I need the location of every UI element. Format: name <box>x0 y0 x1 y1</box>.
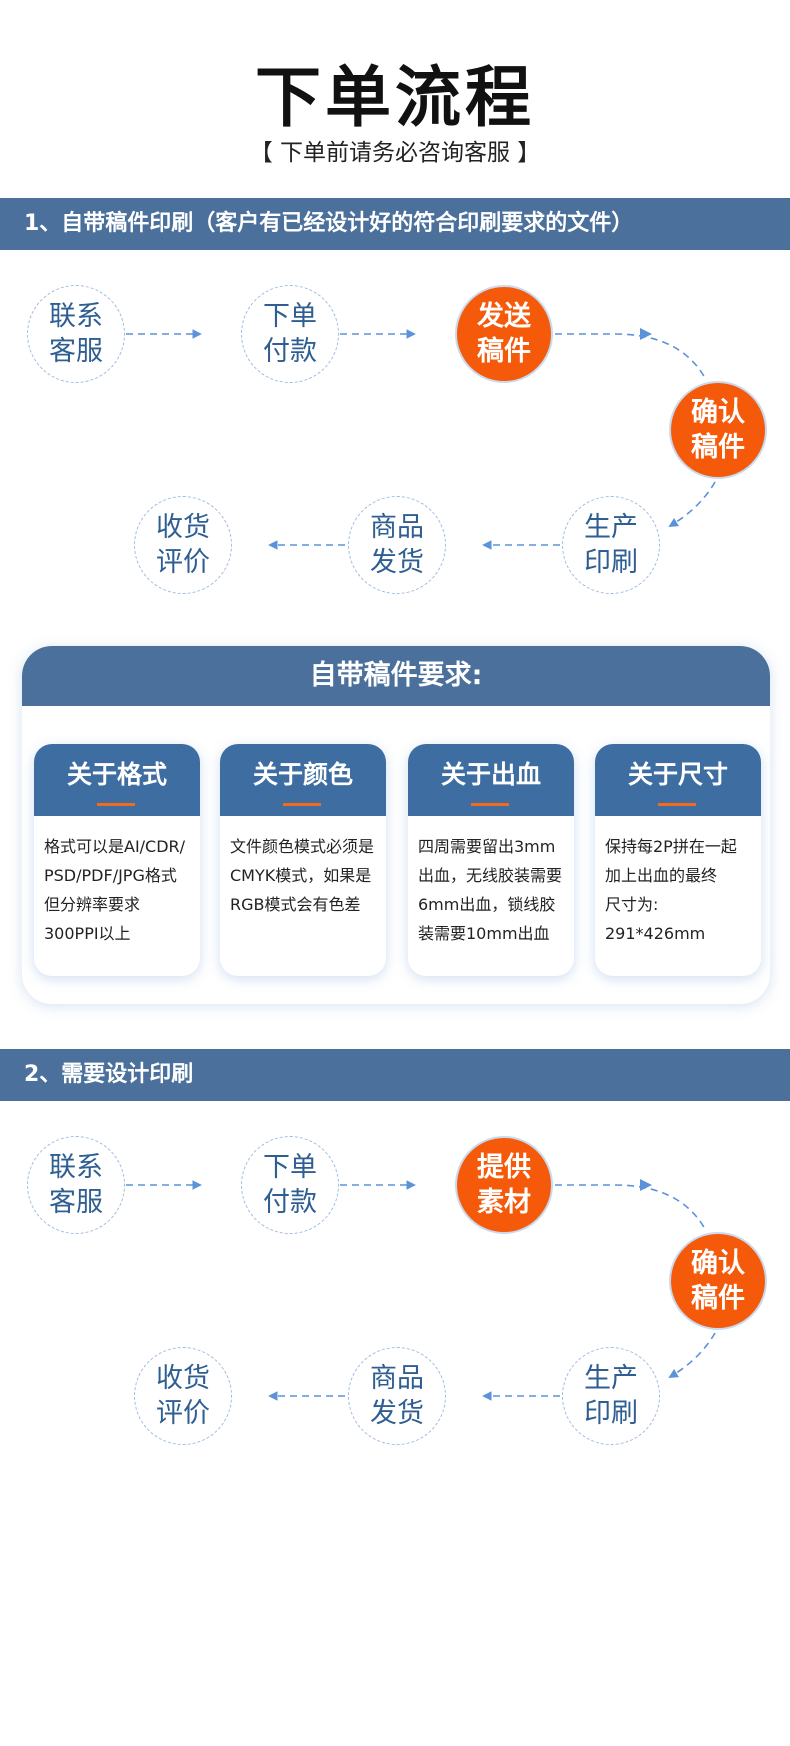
step-receive-review: 收货评价 <box>134 1347 232 1445</box>
order-flow-1: 联系客服 下单付款 发送稿件 确认稿件 生产印刷 商品发货 收货评价 <box>0 270 790 594</box>
card-title: 关于出血 <box>440 760 541 789</box>
flow-arrow <box>668 481 716 527</box>
card-line: 但分辨率要求 <box>44 895 141 914</box>
flow-arrow <box>555 1184 706 1230</box>
step-order-pay: 下单付款 <box>241 1136 339 1234</box>
card-size: 关于尺寸 保持每2P拼在一起 加上出血的最终 尺寸为: 291*426mm <box>595 744 761 976</box>
requirements-panel: 自带稿件要求: 关于格式 格式可以是AI/CDR/ PSD/PDF/JPG格式 … <box>22 646 770 1004</box>
step-contact-service: 联系客服 <box>27 1136 125 1234</box>
step-production: 生产印刷 <box>562 1347 660 1445</box>
card-title: 关于颜色 <box>252 760 353 789</box>
card-color: 关于颜色 文件颜色模式必须是 CMYK模式，如果是 RGB模式会有色差 <box>220 744 386 976</box>
title-accent <box>471 803 509 806</box>
card-line: 文件颜色模式必须是 <box>230 837 375 856</box>
card-bleed: 关于出血 四周需要留出3mm 出血，无线胶装需要 6mm出血，锁线胶 装需要10… <box>408 744 574 976</box>
flow-arrowhead <box>640 328 652 340</box>
card-line: 装需要10mm出血 <box>418 924 550 943</box>
title-accent <box>283 803 321 806</box>
card-format: 关于格式 格式可以是AI/CDR/ PSD/PDF/JPG格式 但分辨率要求 3… <box>34 744 200 976</box>
flow-arrow <box>668 1332 716 1378</box>
flow-connectors <box>126 1179 716 1401</box>
flow-arrow <box>555 333 706 379</box>
page-subtitle: 【 下单前请务必咨询客服 】 <box>249 140 541 166</box>
requirements-heading: 自带稿件要求: <box>22 646 770 706</box>
card-line: 尺寸为: <box>605 895 659 914</box>
step-production: 生产印刷 <box>562 496 660 594</box>
step-order-pay: 下单付款 <box>241 285 339 383</box>
card-line: 291*426mm <box>605 924 706 943</box>
flow-arrowhead <box>640 1179 652 1191</box>
flow-connectors <box>126 328 716 550</box>
section2-bar: 2、需要设计印刷 <box>0 1049 790 1101</box>
card-line: 300PPI以上 <box>44 924 131 943</box>
step-confirm-draft: 确认稿件 <box>669 381 767 479</box>
card-title: 关于格式 <box>66 760 167 789</box>
step-shipping: 商品发货 <box>348 496 446 594</box>
step-provide-materials: 提供素材 <box>455 1136 553 1234</box>
step-contact-service: 联系客服 <box>27 285 125 383</box>
card-line: 6mm出血，锁线胶 <box>418 895 556 914</box>
card-line: PSD/PDF/JPG格式 <box>44 866 177 885</box>
order-flow-2: 联系客服 下单付款 提供素材 确认稿件 生产印刷 商品发货 收货评价 <box>0 1121 790 1445</box>
card-line: 保持每2P拼在一起 <box>605 837 737 856</box>
section1-bar: 1、自带稿件印刷（客户有已经设计好的符合印刷要求的文件） <box>0 198 790 250</box>
card-line: 加上出血的最终 <box>605 866 718 885</box>
title-accent <box>97 803 135 806</box>
step-receive-review: 收货评价 <box>134 496 232 594</box>
card-line: 格式可以是AI/CDR/ <box>44 837 186 856</box>
title-accent <box>658 803 696 806</box>
card-line: 出血，无线胶装需要 <box>418 866 563 885</box>
card-line: CMYK模式，如果是 <box>230 866 372 885</box>
step-send-draft: 发送稿件 <box>455 285 553 383</box>
card-title: 关于尺寸 <box>627 760 728 789</box>
card-line: 四周需要留出3mm <box>418 837 556 856</box>
page-title: 下单流程 <box>255 59 535 136</box>
step-shipping: 商品发货 <box>348 1347 446 1445</box>
step-confirm-draft: 确认稿件 <box>669 1232 767 1330</box>
card-line: RGB模式会有色差 <box>230 895 361 914</box>
